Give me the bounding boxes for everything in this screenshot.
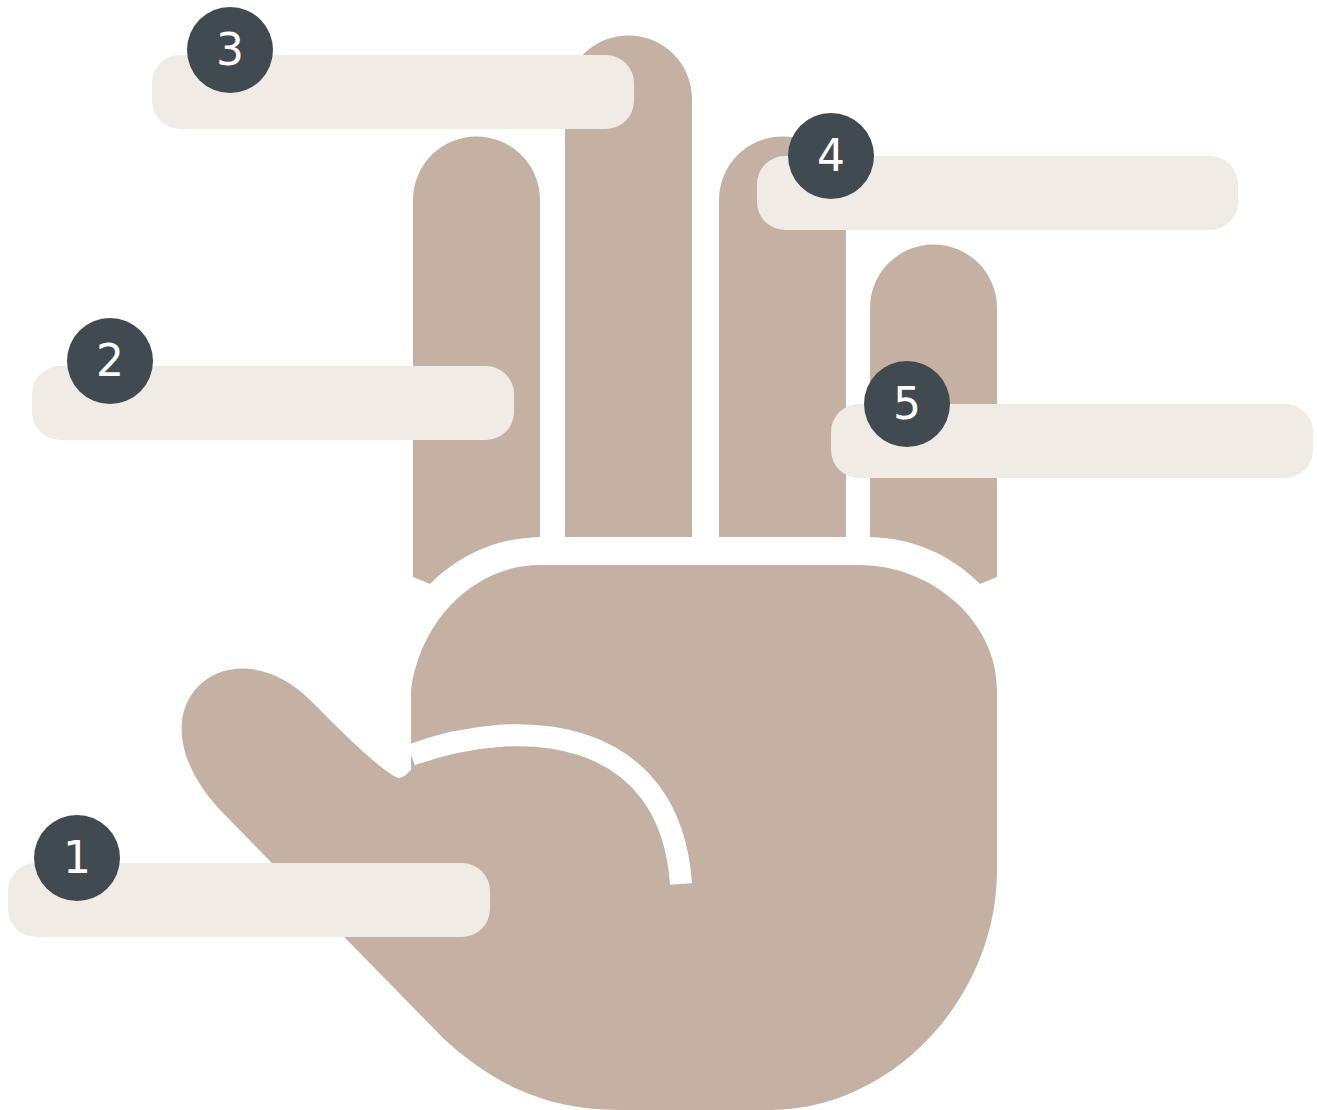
palm xyxy=(182,565,997,1110)
callout-circle xyxy=(187,7,273,93)
callout-number: 3 xyxy=(187,7,273,93)
callout-number: 5 xyxy=(864,361,950,447)
callout-circle xyxy=(788,113,874,199)
callout-circle xyxy=(67,318,153,404)
callout-number: 2 xyxy=(67,318,153,404)
callout-number: 4 xyxy=(788,113,874,199)
callout-circle xyxy=(34,815,120,901)
callout-circle xyxy=(864,361,950,447)
thumb-crease xyxy=(411,735,681,884)
callout-number: 1 xyxy=(34,815,120,901)
index-finger xyxy=(413,137,540,585)
